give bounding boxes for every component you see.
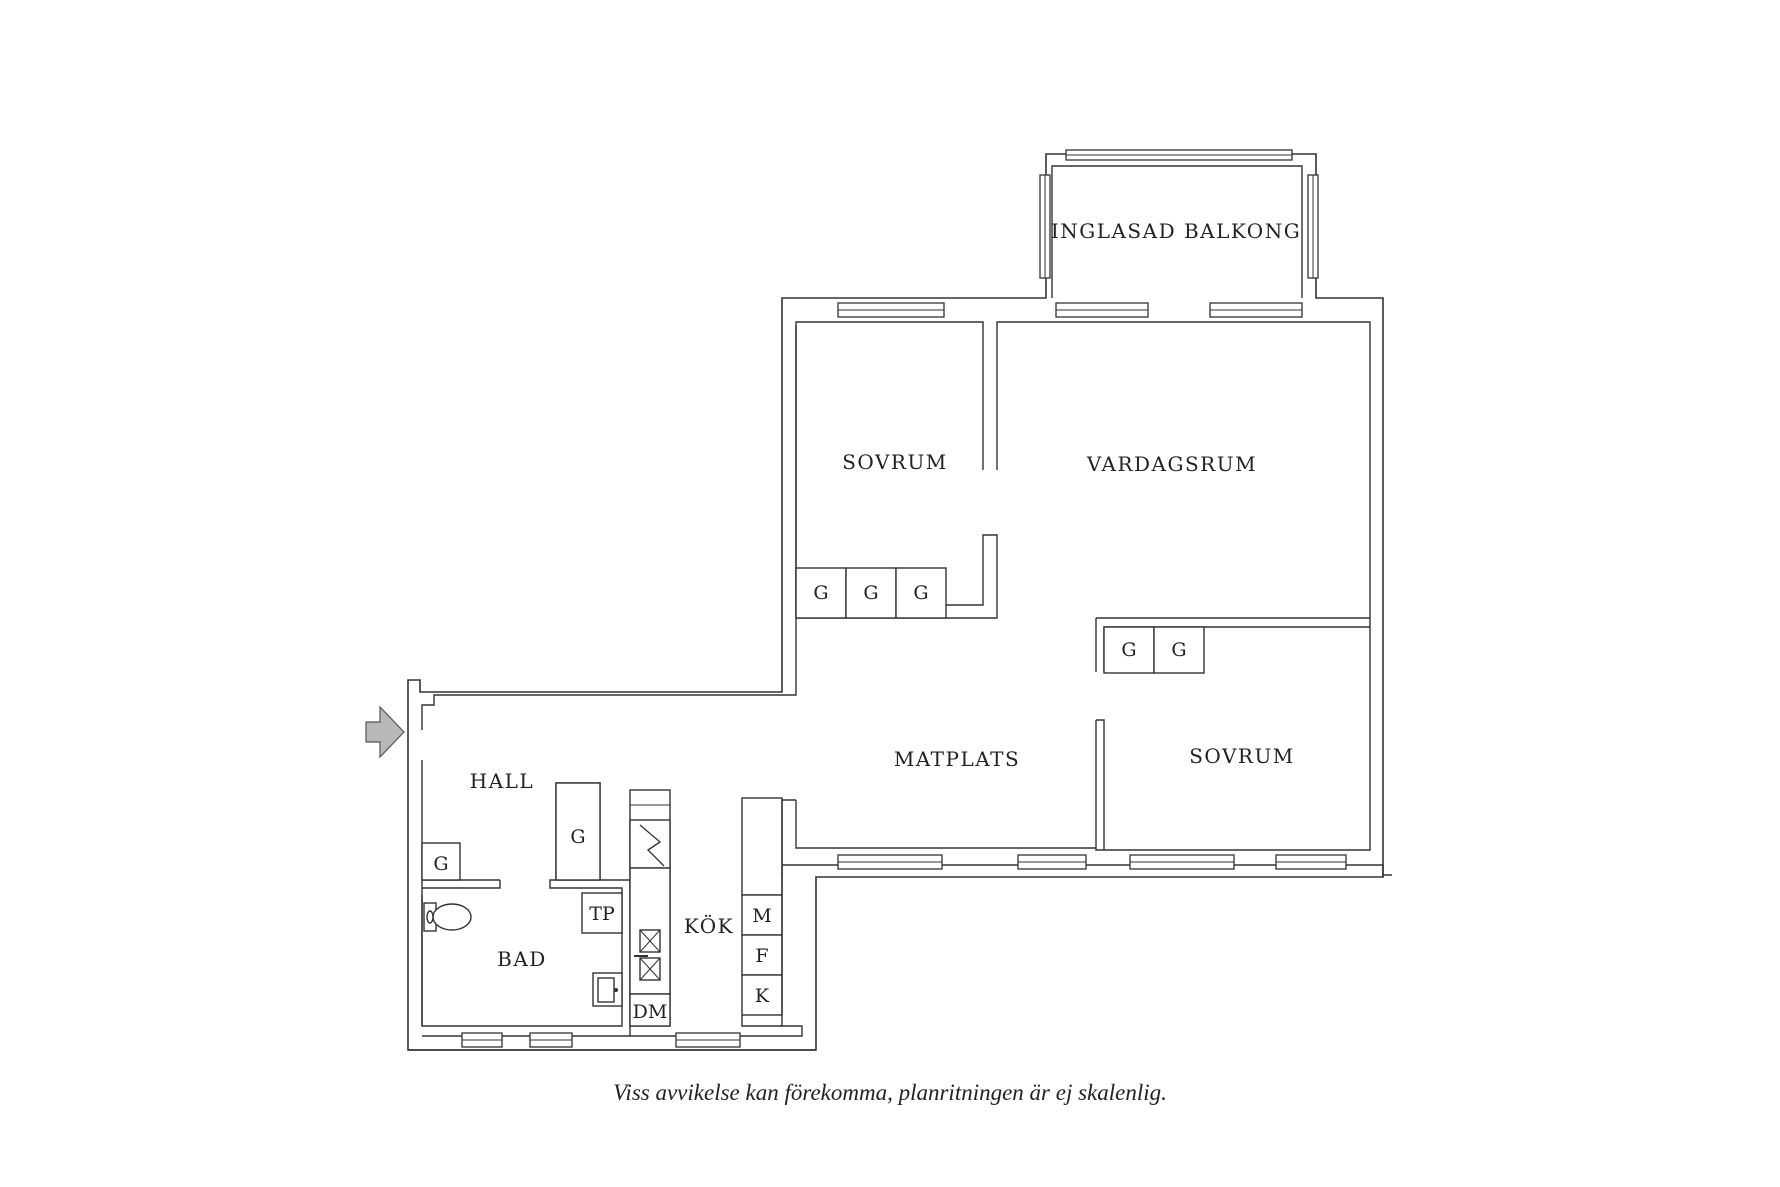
window bbox=[1307, 174, 1319, 279]
fixture-label-g3: G bbox=[913, 582, 928, 604]
room-label-bad: BAD bbox=[497, 947, 547, 971]
fixture-label-f: F bbox=[755, 945, 768, 967]
tp-box bbox=[581, 892, 623, 934]
fixture-label-tp: TP bbox=[589, 903, 615, 925]
kitchen-bath-walls bbox=[408, 879, 816, 1051]
room-label-sovrum-1: SOVRUM bbox=[842, 450, 948, 474]
room-label-balkong: INGLASAD BALKONG bbox=[1051, 219, 1301, 243]
inner-wall-line bbox=[421, 321, 1371, 1026]
window bbox=[1209, 302, 1303, 318]
fixture-label-dm: DM bbox=[633, 1001, 668, 1023]
window bbox=[675, 1032, 741, 1048]
wardrobe-1 bbox=[795, 567, 847, 619]
window bbox=[837, 854, 943, 870]
fridge-box bbox=[629, 819, 671, 869]
fixture-label-k: K bbox=[755, 985, 770, 1007]
window bbox=[461, 1032, 503, 1048]
wardrobe-3 bbox=[895, 567, 947, 619]
hall-closet bbox=[421, 842, 461, 881]
window bbox=[1065, 149, 1293, 161]
entrance-arrow-icon bbox=[365, 705, 405, 759]
room-label-matplats: MATPLATS bbox=[894, 747, 1020, 771]
fixture-label-g5: G bbox=[1171, 639, 1186, 661]
wardrobe-2 bbox=[845, 567, 897, 619]
window bbox=[1275, 854, 1347, 870]
fixture-label-g2: G bbox=[863, 582, 878, 604]
fixture-label-g4: G bbox=[1121, 639, 1136, 661]
window bbox=[837, 302, 945, 318]
sovrum-2-walls bbox=[1095, 617, 1371, 851]
closet-g bbox=[555, 782, 601, 881]
fixture-label-g-closet: G bbox=[570, 826, 585, 848]
window bbox=[1017, 854, 1087, 870]
fixture-label-m: M bbox=[752, 905, 771, 927]
wardrobe-4 bbox=[1103, 626, 1155, 674]
sink-icon bbox=[634, 929, 661, 981]
room-label-vardagsrum: VARDAGSRUM bbox=[1086, 452, 1257, 476]
room-label-kok: KÖK bbox=[684, 913, 734, 938]
toilet-icon bbox=[423, 902, 472, 932]
washbasin-icon bbox=[592, 972, 623, 1007]
dm-box bbox=[629, 993, 671, 1027]
disclaimer-text: Viss avvikelse kan förekomma, planritnin… bbox=[613, 1080, 1167, 1105]
room-label-hall: HALL bbox=[470, 769, 534, 793]
f-box bbox=[741, 934, 783, 976]
room-label-sovrum-2: SOVRUM bbox=[1189, 744, 1295, 768]
wardrobe-5 bbox=[1153, 626, 1205, 674]
window bbox=[529, 1032, 573, 1048]
stove-icon bbox=[639, 824, 665, 867]
fixture-label-g1: G bbox=[813, 582, 828, 604]
window bbox=[1039, 174, 1051, 279]
fixture-label-g-hall: G bbox=[433, 853, 448, 875]
window bbox=[1129, 854, 1235, 870]
window bbox=[1055, 302, 1149, 318]
kitchen-counter-right bbox=[741, 797, 783, 896]
balcony-walls bbox=[1051, 165, 1303, 298]
